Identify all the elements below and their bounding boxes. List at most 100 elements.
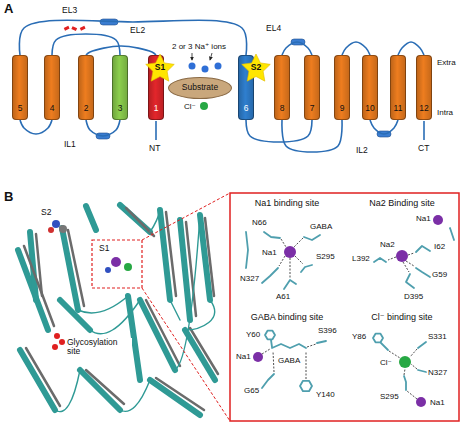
loop-label: EL2 — [130, 26, 145, 36]
interaction-line — [290, 258, 291, 278]
protein-cartoon — [86, 206, 96, 230]
residue-stick — [304, 235, 320, 240]
sodium-arrow — [192, 53, 193, 60]
residue-stick — [374, 258, 386, 262]
loop-connector — [342, 42, 370, 55]
interaction-line — [307, 344, 316, 347]
interaction-line — [388, 257, 396, 260]
helix-number: 4 — [50, 104, 55, 113]
star-shape — [146, 54, 175, 81]
interaction-line — [294, 238, 303, 247]
protein-cartoon — [18, 205, 218, 415]
ion-label: Na1 — [262, 248, 277, 257]
loop-connector — [20, 120, 52, 134]
residue-stick — [373, 334, 383, 343]
ion-note: 2 or 3 Na⁺ ions — [172, 42, 226, 51]
ion-sphere — [399, 356, 411, 368]
panel-title: Na1 binding site — [255, 198, 320, 208]
residue-stick — [381, 343, 388, 350]
interaction-line — [295, 256, 303, 264]
loop-label: EL4 — [266, 24, 281, 34]
protein-cartoon — [55, 370, 80, 412]
site-star: S1 — [144, 54, 176, 82]
residue-label: N66 — [252, 218, 267, 227]
ion-label: Na2 — [380, 240, 395, 249]
loop-connector — [246, 120, 312, 142]
residue-stick — [418, 342, 426, 348]
interaction-line — [281, 239, 286, 247]
residue-stick — [264, 232, 280, 238]
zoom-region — [92, 240, 142, 288]
interaction-line — [407, 391, 417, 399]
residue-stick — [271, 340, 272, 347]
loop-label: IL2 — [356, 146, 368, 156]
residue-label: N327 — [428, 368, 447, 377]
glycosylation-marks — [64, 26, 70, 31]
ion-label: Na1 — [430, 398, 445, 407]
sodium-ion — [215, 63, 222, 70]
site-label: Glycosylation site — [66, 338, 132, 357]
site-sphere — [48, 220, 132, 273]
sodium-ion — [202, 66, 209, 73]
residue-label: GABA — [310, 222, 332, 231]
panel-letter: A — [4, 2, 13, 17]
glycosylation-marks — [80, 26, 86, 31]
protein-cartoon — [156, 378, 204, 410]
glycan-sphere — [54, 333, 60, 339]
loop-connector — [282, 120, 342, 152]
protein-cartoon — [36, 210, 215, 412]
loop-connector — [370, 120, 398, 134]
residue-label: S295 — [316, 252, 335, 261]
interaction-line — [262, 349, 270, 354]
site-sphere — [124, 263, 132, 271]
helix-number: 5 — [18, 104, 23, 113]
substrate-label: GABA — [278, 356, 300, 365]
helix-number: 10 — [365, 104, 374, 113]
helix-box: 2 — [78, 55, 94, 120]
residue-stick — [262, 268, 278, 283]
protein-cartoon — [18, 205, 215, 415]
helix-number: 12 — [419, 104, 428, 113]
helix-number: 6 — [244, 104, 249, 113]
protein-cartoon — [150, 380, 200, 415]
interaction-line — [403, 262, 409, 272]
helix-box: 8 — [274, 55, 290, 120]
protein-cartoon — [185, 330, 215, 380]
ion-sphere — [284, 246, 296, 258]
zoom-frame — [230, 193, 459, 421]
residue-stick — [246, 232, 248, 268]
residue-label: Y140 — [316, 390, 335, 399]
panel-title: GABA binding site — [251, 312, 324, 322]
panel-title: Cl⁻ binding site — [371, 312, 432, 322]
protein-cartoon — [175, 215, 200, 370]
loop-connector — [398, 42, 424, 55]
helix-number: 7 — [310, 104, 315, 113]
residue-stick — [416, 268, 430, 277]
chloride-ion — [200, 102, 208, 110]
site-sphere — [48, 227, 54, 233]
zoom-leader — [142, 288, 230, 421]
protein-cartoon — [20, 350, 55, 410]
residue-stick — [284, 280, 296, 289]
loop-label: IL1 — [64, 140, 76, 150]
terminus-tail — [423, 121, 425, 140]
protein-cartoon — [120, 380, 150, 411]
terminus-label: CT — [418, 144, 429, 154]
residue-label: A61 — [276, 292, 290, 301]
glycan-sphere — [59, 339, 65, 345]
ion-sphere — [253, 215, 443, 407]
residue-stick — [272, 344, 306, 348]
residue-label: S396 — [318, 326, 337, 335]
interaction-line — [389, 351, 400, 358]
residue-label: I62 — [434, 242, 445, 251]
protein-cartoon — [36, 300, 48, 330]
protein-cartoon — [170, 300, 180, 320]
helix-box: 10 — [362, 55, 378, 120]
interaction-line — [404, 369, 405, 375]
protein-cartoon — [205, 218, 214, 296]
protein-cartoon — [86, 370, 124, 404]
loop-connector — [86, 120, 120, 136]
helix-box: 7 — [304, 55, 320, 120]
protein-cartoon — [186, 222, 196, 316]
